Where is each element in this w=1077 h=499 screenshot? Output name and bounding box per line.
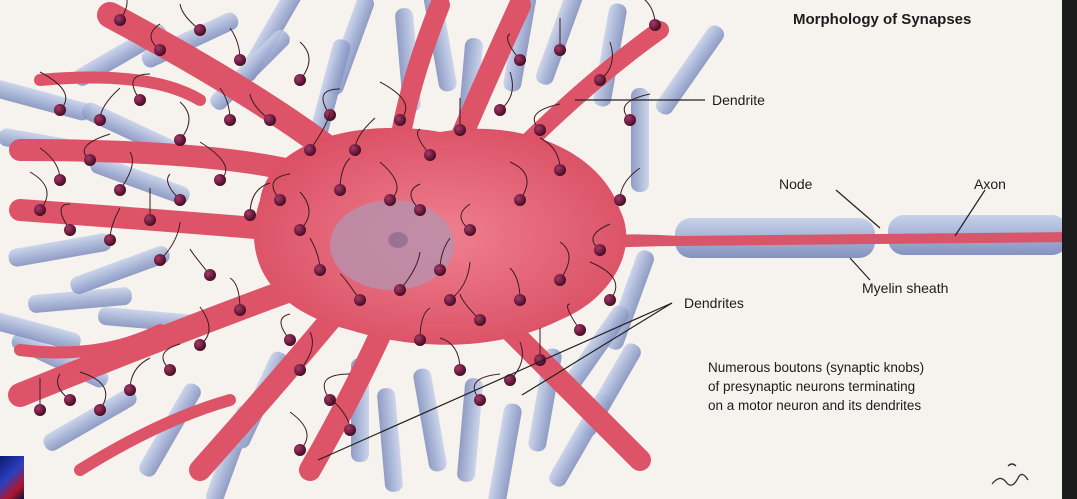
label-dendrite: Dendrite bbox=[712, 92, 765, 108]
synaptic-bouton bbox=[344, 424, 356, 436]
synaptic-bouton bbox=[54, 174, 66, 186]
synaptic-bouton bbox=[384, 194, 396, 206]
synaptic-bouton bbox=[84, 154, 96, 166]
synaptic-bouton bbox=[474, 314, 486, 326]
cell-body-group bbox=[254, 128, 626, 345]
synaptic-bouton bbox=[34, 404, 46, 416]
dendrite-branch bbox=[20, 150, 290, 170]
synaptic-bouton bbox=[454, 124, 466, 136]
synaptic-bouton bbox=[464, 224, 476, 236]
synaptic-bouton bbox=[234, 54, 246, 66]
synaptic-bouton bbox=[234, 304, 246, 316]
synaptic-bouton bbox=[94, 404, 106, 416]
synaptic-bouton bbox=[294, 444, 306, 456]
synaptic-bouton bbox=[414, 204, 426, 216]
synaptic-bouton bbox=[444, 294, 456, 306]
synaptic-bouton bbox=[424, 149, 436, 161]
synaptic-bouton bbox=[534, 124, 546, 136]
presynaptic-fiber bbox=[7, 232, 113, 268]
synaptic-bouton bbox=[104, 234, 116, 246]
synaptic-bouton bbox=[574, 324, 586, 336]
synaptic-bouton bbox=[604, 294, 616, 306]
caption-line-2: of presynaptic neurons terminating bbox=[708, 379, 915, 394]
synaptic-bouton bbox=[594, 244, 606, 256]
synaptic-bouton bbox=[514, 194, 526, 206]
synaptic-bouton bbox=[54, 104, 66, 116]
synaptic-bouton bbox=[324, 394, 336, 406]
synaptic-bouton bbox=[224, 114, 236, 126]
synaptic-bouton bbox=[154, 44, 166, 56]
synaptic-bouton bbox=[394, 284, 406, 296]
synaptic-bouton bbox=[334, 184, 346, 196]
synaptic-bouton bbox=[324, 109, 336, 121]
synaptic-bouton bbox=[174, 194, 186, 206]
synaptic-bouton bbox=[649, 19, 661, 31]
synaptic-bouton bbox=[134, 94, 146, 106]
synaptic-bouton bbox=[114, 184, 126, 196]
synaptic-bouton bbox=[514, 294, 526, 306]
synaptic-bouton bbox=[194, 339, 206, 351]
label-axon: Axon bbox=[974, 176, 1006, 192]
label-myelin-sheath: Myelin sheath bbox=[862, 280, 948, 296]
synaptic-bouton bbox=[394, 114, 406, 126]
synaptic-bouton bbox=[264, 114, 276, 126]
dendrite-branch bbox=[310, 335, 380, 470]
label-node: Node bbox=[779, 176, 813, 192]
synaptic-bouton bbox=[434, 264, 446, 276]
dendrite-branch bbox=[40, 78, 200, 101]
synaptic-bouton bbox=[349, 144, 361, 156]
synaptic-bouton bbox=[304, 144, 316, 156]
synaptic-bouton bbox=[214, 174, 226, 186]
synaptic-bouton bbox=[174, 134, 186, 146]
synaptic-bouton bbox=[514, 54, 526, 66]
presynaptic-fiber bbox=[377, 387, 404, 492]
synaptic-bouton bbox=[594, 74, 606, 86]
synaptic-bouton bbox=[194, 24, 206, 36]
synaptic-bouton bbox=[494, 104, 506, 116]
corner-logo bbox=[0, 456, 24, 499]
synaptic-bouton bbox=[474, 394, 486, 406]
synaptic-bouton bbox=[294, 364, 306, 376]
synaptic-bouton bbox=[144, 214, 156, 226]
caption-line-1: Numerous boutons (synaptic knobs) bbox=[708, 360, 924, 375]
synaptic-bouton bbox=[294, 74, 306, 86]
synaptic-bouton bbox=[354, 294, 366, 306]
synaptic-bouton bbox=[554, 164, 566, 176]
synaptic-bouton bbox=[454, 364, 466, 376]
synaptic-bouton bbox=[624, 114, 636, 126]
synaptic-bouton bbox=[414, 334, 426, 346]
signature-mark bbox=[992, 464, 1028, 485]
synaptic-bouton bbox=[64, 224, 76, 236]
synaptic-bouton bbox=[314, 264, 326, 276]
synaptic-bouton bbox=[164, 364, 176, 376]
synaptic-bouton bbox=[114, 14, 126, 26]
synaptic-bouton bbox=[284, 334, 296, 346]
leader-myelin bbox=[850, 258, 870, 280]
synaptic-bouton bbox=[34, 204, 46, 216]
synaptic-bouton bbox=[154, 254, 166, 266]
synaptic-bouton bbox=[504, 374, 516, 386]
synaptic-bouton bbox=[294, 224, 306, 236]
synaptic-bouton bbox=[124, 384, 136, 396]
synaptic-bouton bbox=[274, 194, 286, 206]
right-frame-edge bbox=[1062, 0, 1077, 499]
nucleolus bbox=[388, 232, 408, 248]
presynaptic-fiber bbox=[631, 88, 649, 192]
synaptic-bouton bbox=[554, 44, 566, 56]
synaptic-bouton bbox=[64, 394, 76, 406]
synaptic-bouton bbox=[204, 269, 216, 281]
synaptic-bouton bbox=[244, 209, 256, 221]
synaptic-bouton bbox=[94, 114, 106, 126]
presynaptic-fiber bbox=[412, 367, 448, 473]
label-dendrites: Dendrites bbox=[684, 295, 744, 311]
diagram-title: Morphology of Synapses bbox=[793, 11, 971, 28]
synaptic-bouton bbox=[614, 194, 626, 206]
axon-group bbox=[560, 215, 1075, 258]
caption-line-3: on a motor neuron and its dendrites bbox=[708, 398, 921, 413]
synaptic-bouton bbox=[554, 274, 566, 286]
presynaptic-fiber bbox=[487, 402, 523, 499]
